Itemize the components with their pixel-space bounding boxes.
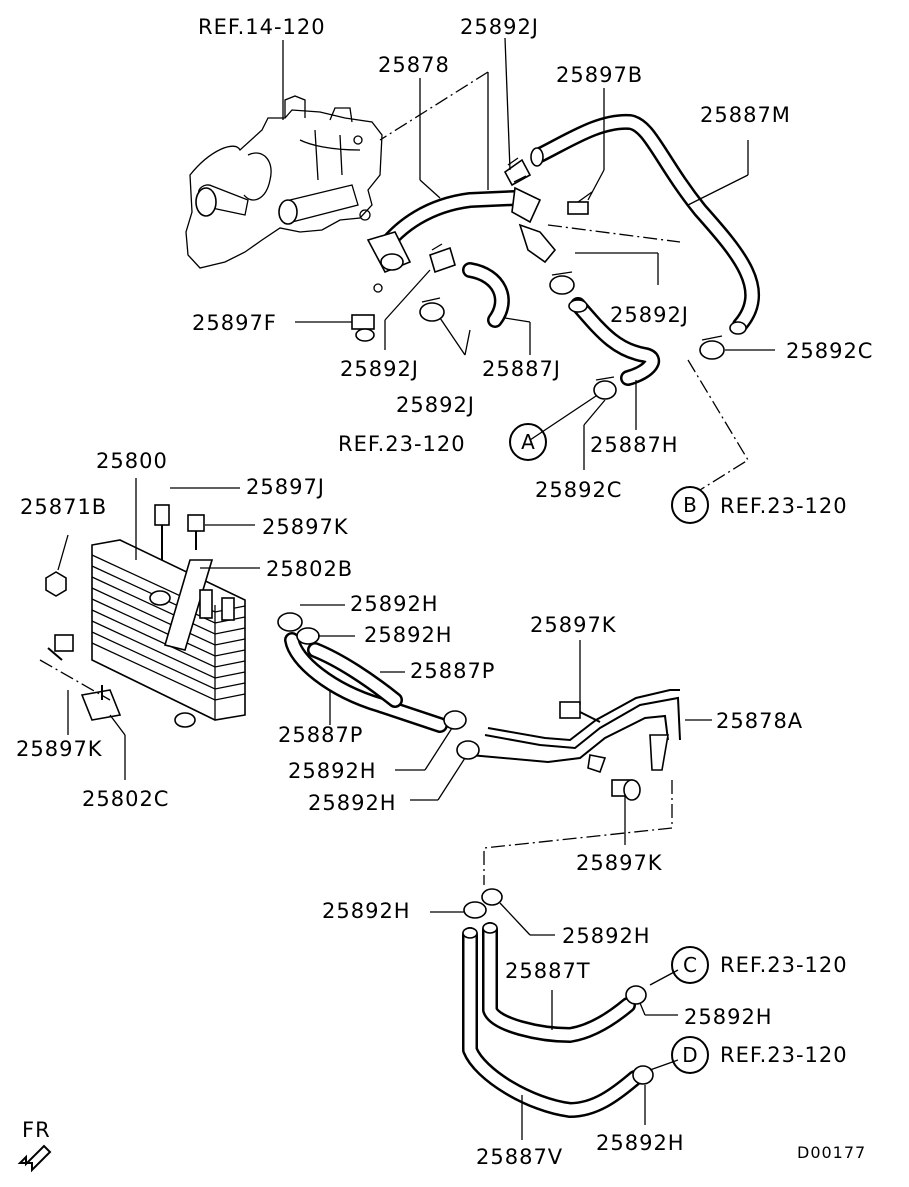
label-25897B[interactable]: 25897B [556,63,643,87]
drawing-code: D00177 [797,1143,866,1162]
label-ref-23-120-c[interactable]: REF.23-120 [720,953,848,977]
clamp-25892H-3 [443,710,467,730]
ref-circle-c[interactable]: C [671,946,709,984]
label-25897J[interactable]: 25897J [246,475,325,499]
clamp-25892H-8 [632,1065,654,1085]
clamp-25892H-5 [463,901,487,919]
label-25892H-4[interactable]: 25892H [308,791,397,815]
clamp-25892C-right [699,335,725,360]
clamp-25892J-c [549,271,575,295]
clamp-25892C-low [593,376,617,400]
label-25892H-3[interactable]: 25892H [288,759,377,783]
label-25887M[interactable]: 25887M [700,103,791,127]
label-25892H-5[interactable]: 25892H [322,899,411,923]
label-25800[interactable]: 25800 [96,449,168,473]
label-25887P-left[interactable]: 25887P [278,723,363,747]
bolt-25897K-left [47,634,74,661]
bolt-25897K-mid [559,701,601,723]
engine-housing-outline [185,95,383,269]
hose-25887J [462,262,510,328]
hose-25887P-left [284,632,448,733]
label-25897F[interactable]: 25897F [192,311,277,335]
front-direction-indicator: FR [17,1118,52,1173]
bolt-25897F [351,314,375,342]
svg-text:D: D [682,1043,697,1067]
label-25802B[interactable]: 25802B [266,557,353,581]
label-25871B[interactable]: 25871B [20,495,107,519]
label-25892J-right[interactable]: 25892J [610,303,689,327]
ref-circle-b[interactable]: B [671,486,709,524]
label-25892H-8[interactable]: 25892H [596,1131,685,1155]
label-25897K-top[interactable]: 25897K [262,515,349,539]
part-labels: REF.14-120 25878 25892J 25897B 25887M 25… [16,15,873,1169]
label-25878A[interactable]: 25878A [716,709,803,733]
label-25878[interactable]: 25878 [378,53,450,77]
hose-25887V [462,927,643,1118]
label-25892J-top[interactable]: 25892J [460,15,539,39]
label-25892H-6[interactable]: 25892H [562,924,651,948]
label-ref-14-120[interactable]: REF.14-120 [198,15,326,39]
ref-circle-d[interactable]: D [671,1036,709,1074]
label-25892J-mid[interactable]: 25892J [340,357,419,381]
clamp-25892J-top [503,157,532,187]
ref-circle-a[interactable]: A [509,423,547,461]
label-ref-23-120-d[interactable]: REF.23-120 [720,1043,848,1067]
label-25887H[interactable]: 25887H [590,433,679,457]
label-25887V[interactable]: 25887V [476,1145,563,1169]
bolt-25897B [567,191,593,215]
label-25897K-low[interactable]: 25897K [576,851,663,875]
clamp-25892H-4 [456,740,480,760]
clamp-25892J-a [429,243,456,274]
leader-lines [57,37,775,1140]
clamp-25892H-1 [277,612,303,632]
label-25897K-mid[interactable]: 25897K [530,613,617,637]
hose-25887M [530,113,761,335]
hose-25887P-right [307,642,403,708]
label-25892H-1[interactable]: 25892H [350,592,439,616]
hose-25887T [482,922,636,1043]
bolt-25897K-top [187,514,205,550]
hose-25878 [366,186,557,293]
bracket-25802C [80,685,122,721]
label-25892H-7[interactable]: 25892H [684,1005,773,1029]
svg-text:C: C [683,953,697,977]
label-25887P-right[interactable]: 25887P [410,659,495,683]
oil-cooler-25800 [91,539,246,728]
fr-arrow-icon [17,1144,52,1173]
svg-text:B: B [683,493,697,517]
clamp-25892J-b [419,297,445,322]
clamp-25892H-7 [625,985,647,1005]
label-25892H-2[interactable]: 25892H [364,623,453,647]
label-25897K-left[interactable]: 25897K [16,737,103,761]
nut-25871B [45,571,67,597]
clamp-25892H-6 [481,888,503,906]
label-25887T[interactable]: 25887T [505,959,591,983]
label-ref-23-120-b[interactable]: REF.23-120 [720,494,848,518]
label-25892J-low[interactable]: 25892J [396,393,475,417]
fr-label: FR [22,1118,51,1142]
label-25887J[interactable]: 25887J [482,357,561,381]
label-25892C-right[interactable]: 25892C [786,339,873,363]
bolt-25897J [154,504,170,560]
leader-25897K-left [39,659,111,701]
clamp-25892H-2 [296,627,320,645]
label-ref-23-120-a[interactable]: REF.23-120 [338,432,466,456]
label-25802C[interactable]: 25802C [82,787,169,811]
hose-25887H [568,297,660,386]
label-25892C-low[interactable]: 25892C [535,478,622,502]
svg-text:A: A [521,430,535,454]
bolt-25897K-low [611,779,641,801]
leader-lower-group [483,780,673,885]
